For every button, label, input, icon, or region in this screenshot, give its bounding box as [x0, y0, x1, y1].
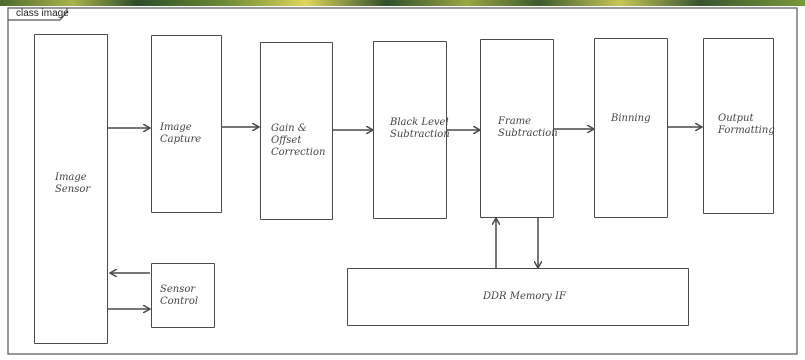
ddr-memory-if-block: DDR Memory IF	[347, 268, 689, 326]
image-sensor-block: Image Sensor	[34, 34, 108, 344]
sensor-control-label: Sensor Control	[160, 284, 198, 308]
frame-subtraction-label: Frame Subtraction	[498, 116, 558, 140]
output-formatting-label: Output Formatting	[718, 113, 775, 137]
image-capture-label: Image Capture	[160, 122, 221, 146]
frame-title: class image	[16, 8, 69, 19]
frame-subtraction-block: Frame Subtraction	[480, 39, 554, 218]
image-capture-block: Image Capture	[151, 35, 222, 213]
black-level-subtraction-block: Black Level Subtraction	[373, 41, 447, 219]
image-sensor-label: Image Sensor	[55, 172, 90, 196]
black-level-subtraction-label: Black Level Subtraction	[390, 117, 450, 141]
gain-offset-correction-label: Gain & Offset Correction	[271, 123, 325, 159]
gain-offset-correction-block: Gain & Offset Correction	[260, 42, 333, 220]
ddr-memory-if-label: DDR Memory IF	[483, 291, 566, 303]
sensor-control-block: Sensor Control	[151, 263, 215, 328]
binning-label: Binning	[611, 113, 650, 125]
output-formatting-block: Output Formatting	[703, 38, 774, 214]
binning-block: Binning	[594, 38, 668, 218]
